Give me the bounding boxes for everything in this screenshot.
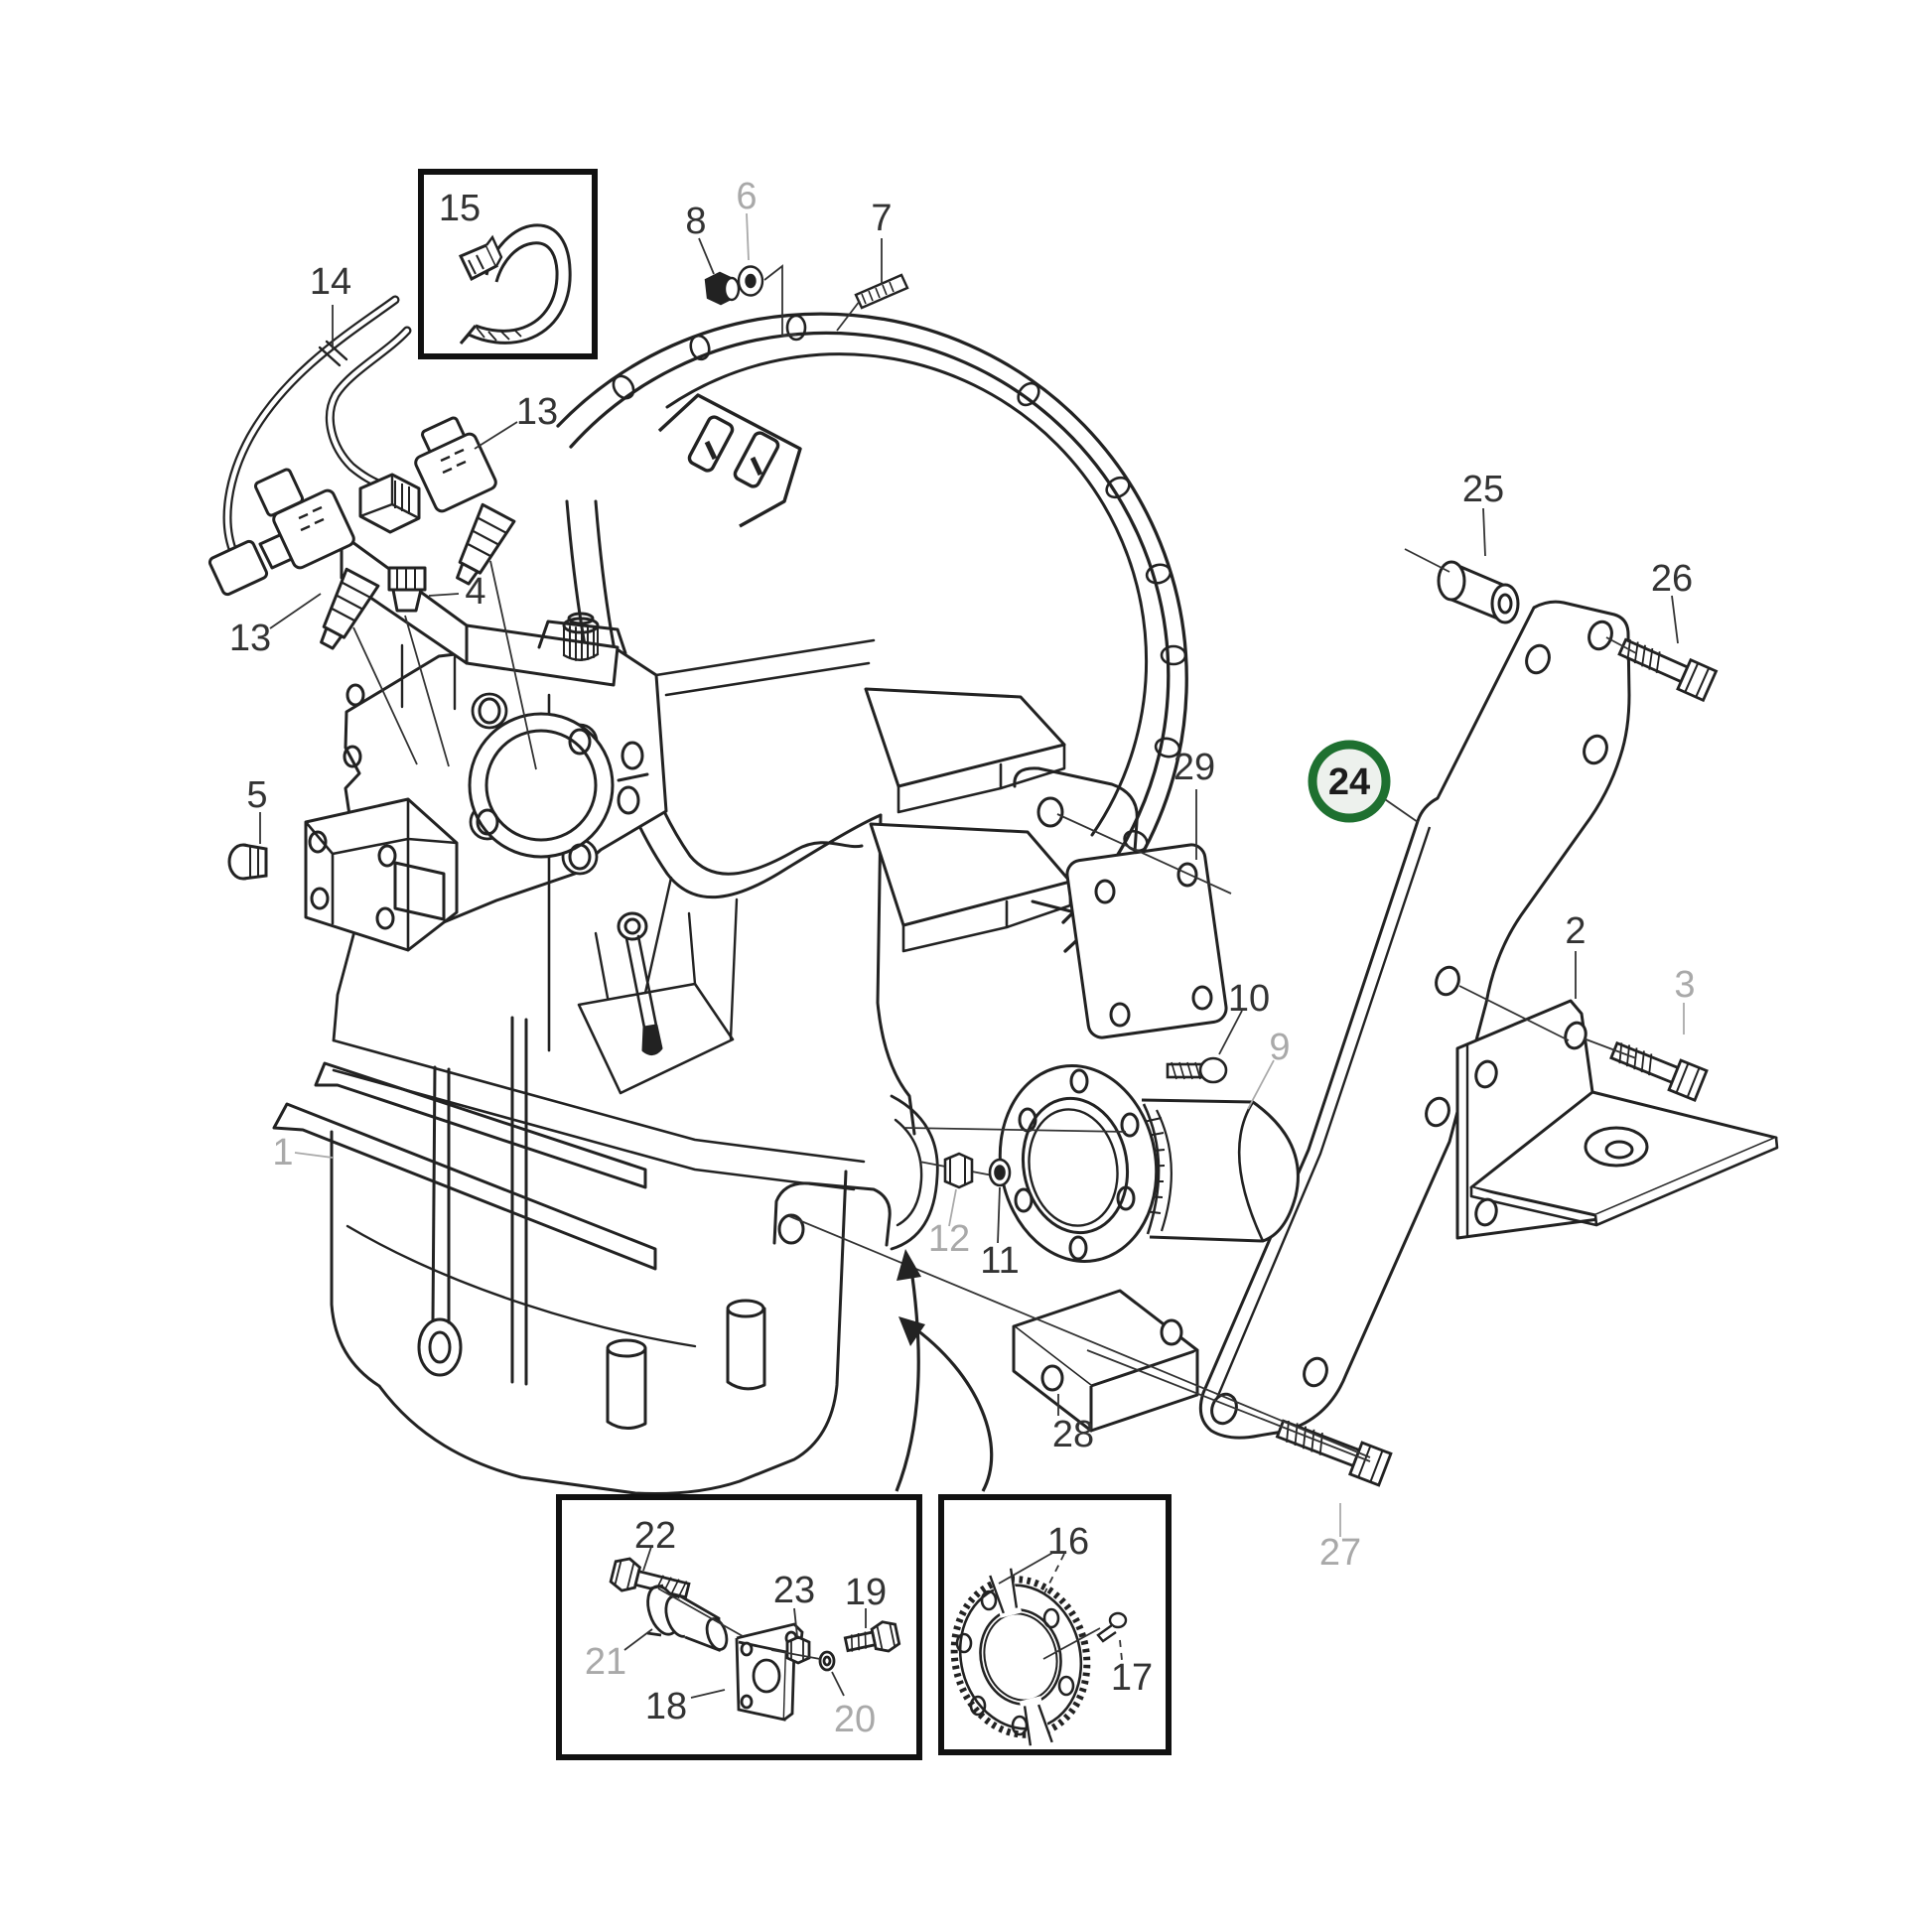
svg-text:28: 28 bbox=[1052, 1414, 1094, 1455]
svg-text:5: 5 bbox=[246, 774, 267, 816]
svg-text:10: 10 bbox=[1228, 978, 1270, 1020]
svg-text:3: 3 bbox=[1674, 964, 1695, 1006]
svg-text:21: 21 bbox=[585, 1641, 626, 1683]
svg-text:20: 20 bbox=[834, 1699, 876, 1740]
svg-text:8: 8 bbox=[685, 201, 706, 242]
svg-text:9: 9 bbox=[1269, 1027, 1290, 1068]
svg-text:1: 1 bbox=[272, 1132, 293, 1173]
svg-text:13: 13 bbox=[229, 618, 271, 659]
svg-text:16: 16 bbox=[1047, 1521, 1089, 1563]
svg-text:7: 7 bbox=[871, 198, 892, 239]
svg-text:13: 13 bbox=[516, 391, 558, 433]
svg-text:26: 26 bbox=[1651, 558, 1693, 600]
svg-text:17: 17 bbox=[1111, 1657, 1153, 1699]
svg-text:15: 15 bbox=[439, 188, 481, 229]
svg-text:11: 11 bbox=[980, 1240, 1019, 1282]
svg-text:29: 29 bbox=[1173, 747, 1215, 788]
svg-text:4: 4 bbox=[465, 571, 485, 613]
svg-text:22: 22 bbox=[634, 1515, 676, 1557]
svg-text:2: 2 bbox=[1565, 910, 1586, 952]
svg-text:19: 19 bbox=[845, 1572, 887, 1613]
svg-text:23: 23 bbox=[773, 1570, 815, 1611]
svg-text:24: 24 bbox=[1328, 761, 1370, 803]
svg-text:18: 18 bbox=[645, 1686, 687, 1727]
svg-text:12: 12 bbox=[928, 1218, 970, 1260]
svg-text:27: 27 bbox=[1319, 1532, 1361, 1574]
svg-text:6: 6 bbox=[736, 176, 757, 217]
svg-text:25: 25 bbox=[1462, 469, 1504, 510]
svg-text:14: 14 bbox=[310, 261, 351, 303]
